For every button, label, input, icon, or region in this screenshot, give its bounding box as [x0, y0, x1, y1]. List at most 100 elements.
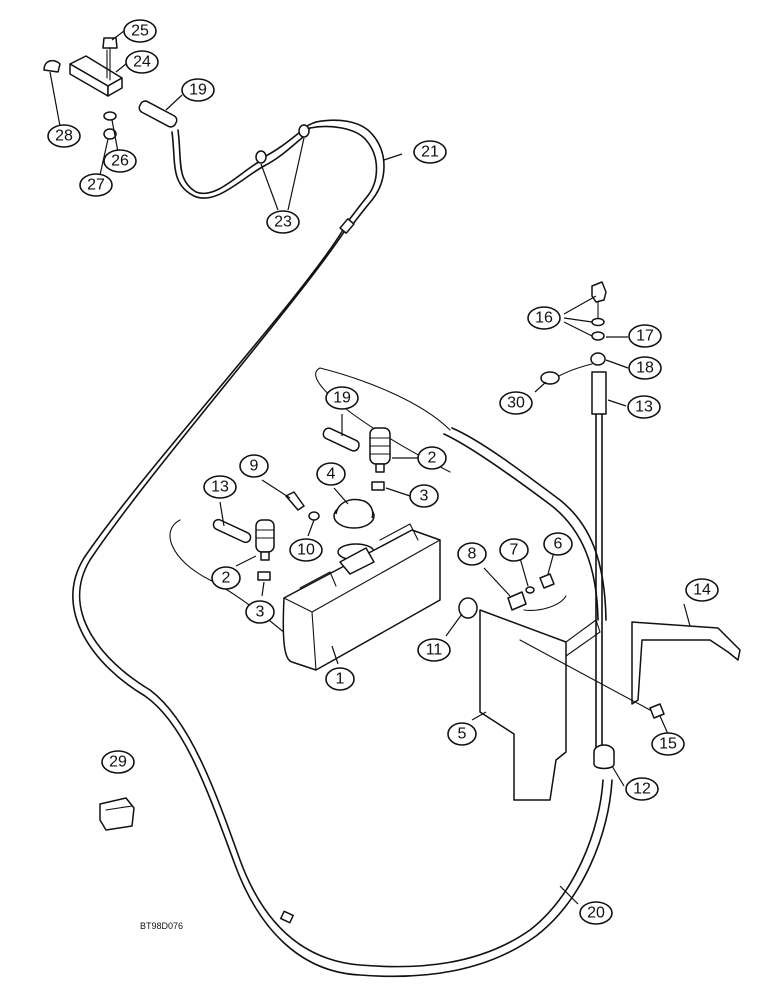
washer-7 [525, 586, 535, 594]
callout-3-lower: 3 [245, 600, 275, 624]
callout-12: 12 [625, 777, 659, 801]
clip-8 [507, 591, 527, 611]
bracket-14 [631, 621, 741, 705]
pump-2-lower [255, 519, 275, 553]
nozzle-30 [540, 371, 560, 385]
screw-6 [539, 573, 555, 589]
callout-20: 20 [579, 901, 613, 925]
bracket-5 [479, 609, 567, 801]
fitting-16 [591, 281, 607, 303]
svg-text:15: 15 [659, 736, 677, 753]
hose-13-left [212, 518, 252, 544]
hose-19-upper [138, 100, 178, 128]
callout-9: 9 [239, 454, 269, 478]
svg-text:7: 7 [510, 542, 519, 559]
screw-15 [649, 703, 665, 719]
svg-text:6: 6 [554, 536, 563, 553]
callout-19-upper: 19 [181, 78, 215, 102]
callout-10: 10 [289, 538, 323, 562]
drawing-code: BT98D076 [140, 921, 183, 931]
callout-14: 14 [685, 578, 719, 602]
svg-text:20: 20 [587, 905, 605, 922]
nozzle-28 [43, 59, 61, 73]
callout-21: 21 [413, 140, 447, 164]
svg-text:19: 19 [333, 390, 351, 407]
callout-18: 18 [628, 356, 662, 380]
callout-7: 7 [499, 538, 529, 562]
svg-text:26: 26 [111, 153, 129, 170]
hose-20 [78, 225, 604, 968]
svg-text:25: 25 [131, 23, 149, 40]
svg-text:18: 18 [636, 360, 654, 377]
bolt-25 [102, 37, 118, 49]
washer-26 [103, 111, 117, 121]
callout-13-left: 13 [203, 475, 237, 499]
washer-10 [308, 511, 320, 521]
svg-text:21: 21 [421, 144, 439, 161]
callout-13-right: 13 [627, 395, 661, 419]
svg-text:24: 24 [133, 54, 151, 71]
callout-27: 27 [79, 173, 113, 197]
svg-text:10: 10 [297, 542, 315, 559]
washer-17 [591, 331, 605, 341]
callout-11: 11 [417, 638, 451, 662]
svg-text:3: 3 [256, 604, 265, 621]
callout-30: 30 [499, 391, 533, 415]
reservoir-1 [282, 529, 441, 671]
svg-text:27: 27 [87, 177, 105, 194]
leader-lines [49, 30, 691, 905]
svg-text:12: 12 [633, 781, 651, 798]
nut-18 [590, 352, 606, 366]
hose-21 [315, 119, 385, 229]
svg-text:17: 17 [636, 328, 654, 345]
callout-25: 25 [123, 19, 157, 43]
svg-text:30: 30 [507, 395, 525, 412]
svg-text:16: 16 [535, 310, 553, 327]
grommet-3-upper [371, 481, 385, 491]
svg-text:11: 11 [426, 642, 443, 659]
callout-29: 29 [101, 750, 135, 774]
clamp-23-b [298, 124, 310, 138]
svg-text:2: 2 [428, 450, 437, 467]
bushing-11 [458, 597, 478, 619]
callout-16: 16 [527, 306, 561, 330]
svg-text:1: 1 [336, 671, 345, 688]
svg-text:9: 9 [250, 458, 259, 475]
callout-19-middle: 19 [325, 386, 359, 410]
svg-text:5: 5 [458, 726, 467, 743]
nut-27 [103, 128, 117, 140]
svg-text:28: 28 [55, 128, 73, 145]
svg-text:19: 19 [189, 82, 207, 99]
callout-2-upper: 2 [417, 446, 447, 470]
svg-text:14: 14 [693, 582, 711, 599]
svg-text:13: 13 [211, 479, 229, 496]
callout-4: 4 [316, 462, 346, 486]
grommet-3-lower [257, 571, 271, 581]
callout-3-upper: 3 [409, 484, 439, 508]
svg-text:8: 8 [468, 546, 477, 563]
svg-text:13: 13 [635, 399, 653, 416]
svg-text:2: 2 [222, 570, 231, 587]
callout-26: 26 [103, 149, 137, 173]
callout-8: 8 [457, 542, 487, 566]
hose-19-middle [322, 427, 360, 452]
clamp-23-a [255, 150, 267, 164]
screw-9 [285, 491, 305, 511]
callout-23: 23 [266, 210, 300, 234]
callout-2-lower: 2 [211, 566, 241, 590]
connector-29 [99, 797, 135, 831]
callout-5: 5 [447, 722, 477, 746]
callout-28: 28 [47, 124, 81, 148]
svg-text:29: 29 [109, 754, 127, 771]
callout-15: 15 [651, 732, 685, 756]
callout-1: 1 [325, 667, 355, 691]
svg-text:3: 3 [420, 488, 429, 505]
callout-6: 6 [543, 532, 573, 556]
svg-text:23: 23 [274, 214, 292, 231]
tube-13 [591, 371, 607, 415]
callout-24: 24 [125, 50, 159, 74]
callout-17: 17 [628, 324, 662, 348]
svg-text:4: 4 [327, 466, 336, 483]
